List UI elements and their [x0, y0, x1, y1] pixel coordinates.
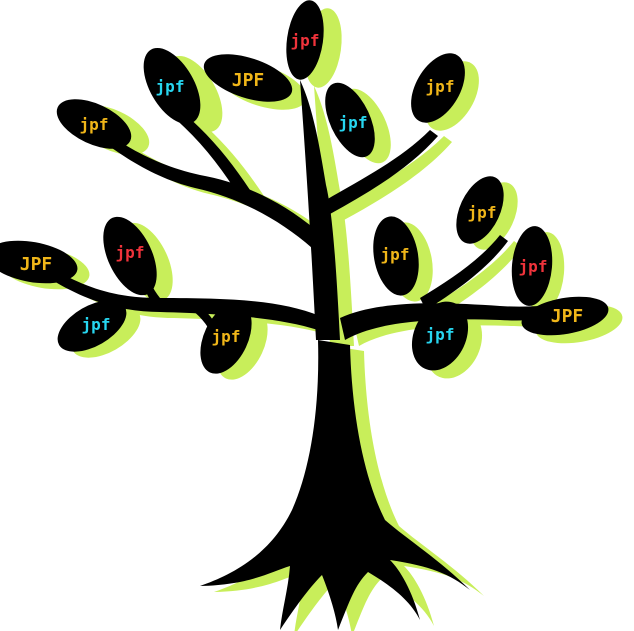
upper-right-branch [326, 130, 438, 214]
right-branch [340, 300, 592, 340]
right-mid-branch [420, 235, 508, 310]
leaf-labels: jpf jpf JPF jpf jpf jpf jpf JPF jpf jpf … [20, 31, 584, 346]
leaf-label: jpf [381, 245, 410, 264]
leaf-right-mid [511, 226, 553, 306]
leaf-left-high [56, 99, 132, 149]
leaf-top-center [286, 0, 324, 80]
leaf-label: jpf [291, 31, 320, 50]
left-branch [52, 270, 320, 330]
leaf-left-mid [103, 216, 157, 296]
leaf-left-far [0, 240, 78, 284]
upper-left-branch [95, 128, 316, 248]
leaf-label: jpf [426, 325, 455, 344]
stem-shadow [314, 86, 354, 346]
trunk [200, 340, 470, 630]
upper-right-branch-shadow [340, 136, 452, 220]
leaf-right-low [411, 301, 469, 371]
leaf-left-low [57, 300, 127, 352]
leaf-left-lower-center [200, 302, 252, 374]
leaf-label: JPF [20, 254, 53, 275]
leaf-label: jpf [339, 113, 368, 132]
leaf-right-far [521, 296, 609, 336]
leaf-center-right [325, 82, 375, 158]
leaf-label: jpf [116, 243, 145, 262]
leaf-label: jpf [426, 77, 455, 96]
upper-left-branch-2 [172, 110, 250, 198]
tree-silhouette [0, 0, 609, 630]
leaf-upper-right [411, 53, 465, 123]
leaf-label: jpf [212, 327, 241, 346]
leaf-label: JPF [551, 306, 584, 327]
leaf-right-high [456, 176, 504, 244]
leaf-label: jpf [80, 115, 109, 134]
stem [300, 80, 340, 340]
leaf-label: JPF [232, 70, 265, 91]
leaf-upper-left [143, 48, 201, 124]
leaf-label: jpf [82, 315, 111, 334]
leaf-label: jpf [156, 77, 185, 96]
right-mid-branch-shadow [434, 241, 522, 316]
leaf-label: jpf [519, 257, 548, 276]
leaf-label: jpf [468, 203, 497, 222]
leaf-right-mid-left [373, 216, 419, 296]
leaf-upper-left-center [203, 54, 293, 102]
